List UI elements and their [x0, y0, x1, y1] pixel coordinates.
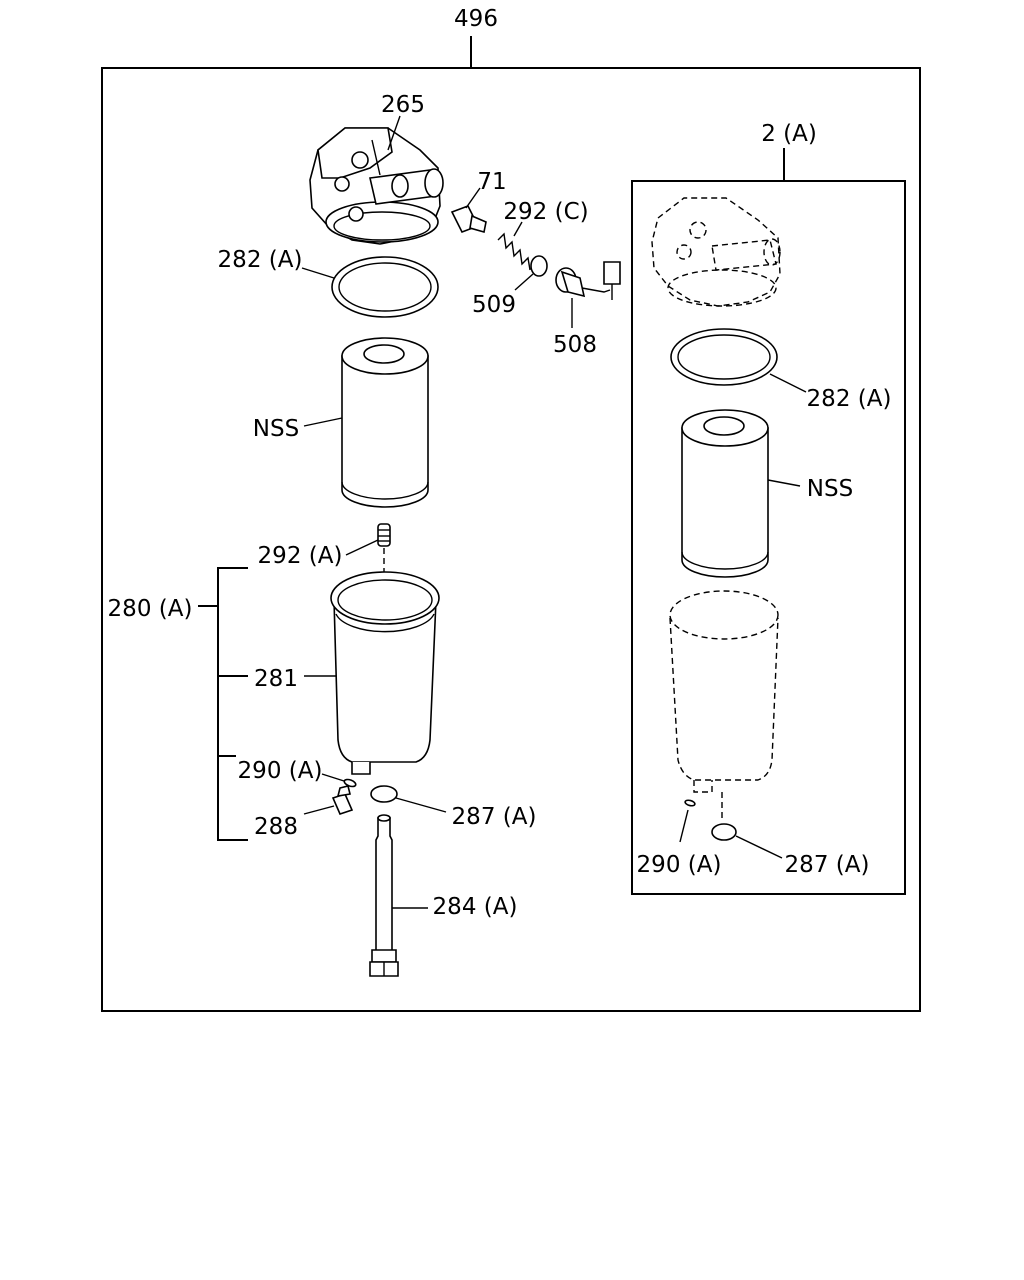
drain-plug-288[interactable]	[331, 785, 354, 815]
label-kit-2a[interactable]: 2 (A)	[761, 121, 817, 147]
outer-frame	[101, 67, 921, 1012]
kit-oring-287a[interactable]	[711, 823, 737, 841]
oring-287a[interactable]	[370, 785, 398, 803]
kit-filter-head	[651, 197, 781, 307]
label-508[interactable]: 508	[553, 332, 597, 358]
label-281[interactable]: 281	[254, 666, 298, 692]
sensor-508[interactable]	[555, 261, 621, 300]
kit-label-282a[interactable]: 282 (A)	[807, 386, 892, 412]
leader-71	[465, 187, 481, 209]
kit-leader-nss	[767, 479, 801, 487]
kit-leader-282a	[769, 373, 807, 393]
spring-292a[interactable]	[377, 523, 391, 547]
filter-element-nss[interactable]	[341, 337, 429, 508]
label-287a[interactable]: 287 (A)	[452, 804, 537, 830]
kit-label-287a[interactable]: 287 (A)	[785, 852, 870, 878]
leader-282a	[301, 267, 335, 279]
spring-292c[interactable]	[497, 232, 531, 271]
label-288[interactable]: 288	[254, 814, 298, 840]
kit-leader-287a	[735, 835, 783, 859]
kit-label-nss[interactable]: NSS	[807, 476, 853, 502]
bolt-284a[interactable]	[369, 814, 399, 977]
label-496[interactable]: 496	[454, 6, 498, 32]
bracket-280a	[198, 567, 248, 841]
leader-287a	[395, 797, 447, 813]
washer-290a[interactable]	[343, 778, 357, 788]
kit-leader-290a	[679, 809, 689, 843]
label-265[interactable]: 265	[381, 92, 425, 118]
filter-head-265[interactable]	[309, 127, 444, 245]
label-280a[interactable]: 280 (A)	[108, 596, 193, 622]
kit-gasket-282a[interactable]	[670, 328, 778, 386]
leader-nss	[303, 417, 343, 427]
label-292a[interactable]: 292 (A)	[258, 543, 343, 569]
label-nss[interactable]: NSS	[253, 416, 299, 442]
kit-frame	[631, 180, 906, 895]
label-290a[interactable]: 290 (A)	[238, 758, 323, 784]
leader-292c	[513, 221, 523, 237]
leader-265	[387, 115, 401, 151]
leader-509	[514, 273, 534, 291]
kit-filter-element-nss[interactable]	[681, 409, 769, 578]
kit-washer-290a[interactable]	[684, 799, 696, 807]
leader-292a	[345, 539, 379, 556]
oring-509[interactable]	[530, 255, 548, 277]
leader-290a	[321, 773, 345, 782]
leader-288	[303, 805, 335, 815]
label-509[interactable]: 509	[472, 292, 516, 318]
kit-label-290a[interactable]: 290 (A)	[637, 852, 722, 878]
label-292c[interactable]: 292 (C)	[503, 199, 588, 225]
kit-bowl	[669, 590, 779, 793]
fitting-71[interactable]	[450, 204, 487, 234]
gasket-282a[interactable]	[331, 256, 439, 318]
label-71[interactable]: 71	[477, 169, 506, 195]
label-284a[interactable]: 284 (A)	[433, 894, 518, 920]
bowl-281[interactable]	[330, 571, 440, 775]
label-282a[interactable]: 282 (A)	[218, 247, 303, 273]
